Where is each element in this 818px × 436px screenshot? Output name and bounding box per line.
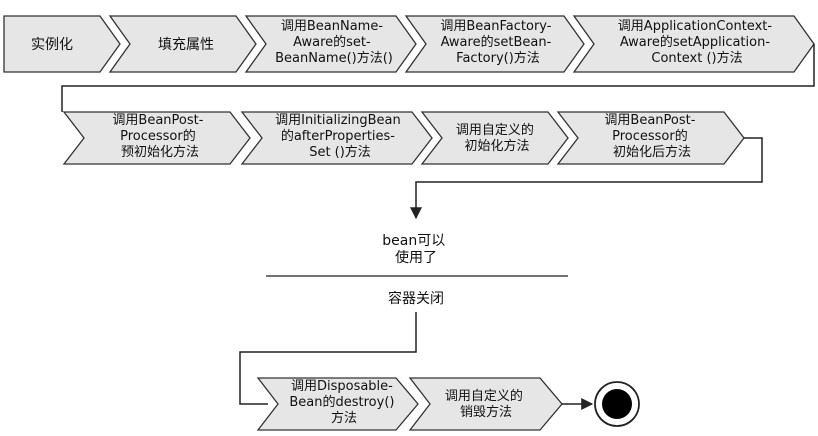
ready-state-label: bean可以 使用了 [382,233,449,266]
stage-application-context-aware-label: 调用ApplicationContext- Aware的setApplicati… [618,19,776,66]
stage-custom-destroy-shape [408,377,563,431]
stage-instantiate-shape [3,15,121,73]
stage-instantiate-label: 实例化 [31,37,73,53]
stage-disposable-bean-shape [256,377,419,431]
stage-disposable-bean-label: 调用Disposable- Bean的destroy() 方法 [289,379,398,426]
stage-bean-name-aware-label: 调用BeanName- Aware的set- BeanName()方法() [275,19,393,66]
stage-bean-post-processor-after-shape [556,111,745,165]
connector-row2-to-ready [410,137,763,220]
stage-bean-factory-aware-label: 调用BeanFactory- Aware的setBean- Factory()方… [440,19,555,66]
stage-custom-init-label: 调用自定义的 初始化方法 [456,122,538,154]
stage-bean-factory-aware-shape [404,15,585,73]
connector-row1-to-row2 [61,44,815,112]
stage-initializing-bean-label: 调用InitializingBean 的afterProperties- Set… [275,113,405,160]
stage-initializing-bean-shape [240,111,433,165]
stage-bean-post-processor-before-label: 调用BeanPost- Processor的 预初始化方法 [112,113,207,160]
stage-bean-name-aware-shape [244,15,417,73]
end-state-icon [602,389,632,419]
stage-custom-destroy-label: 调用自定义的 销毁方法 [445,388,527,420]
stage-populate-properties-label: 填充属性 [158,37,214,53]
connector-close-to-destroy [239,312,417,405]
stage-application-context-aware-shape [572,15,815,73]
stage-custom-init-shape [420,111,569,165]
stage-bean-post-processor-after-label: 调用BeanPost- Processor的 初始化后方法 [604,113,699,160]
container-close-label: 容器关闭 [388,290,444,307]
stage-populate-properties-shape [108,15,257,73]
stage-bean-post-processor-before-shape [62,111,251,165]
